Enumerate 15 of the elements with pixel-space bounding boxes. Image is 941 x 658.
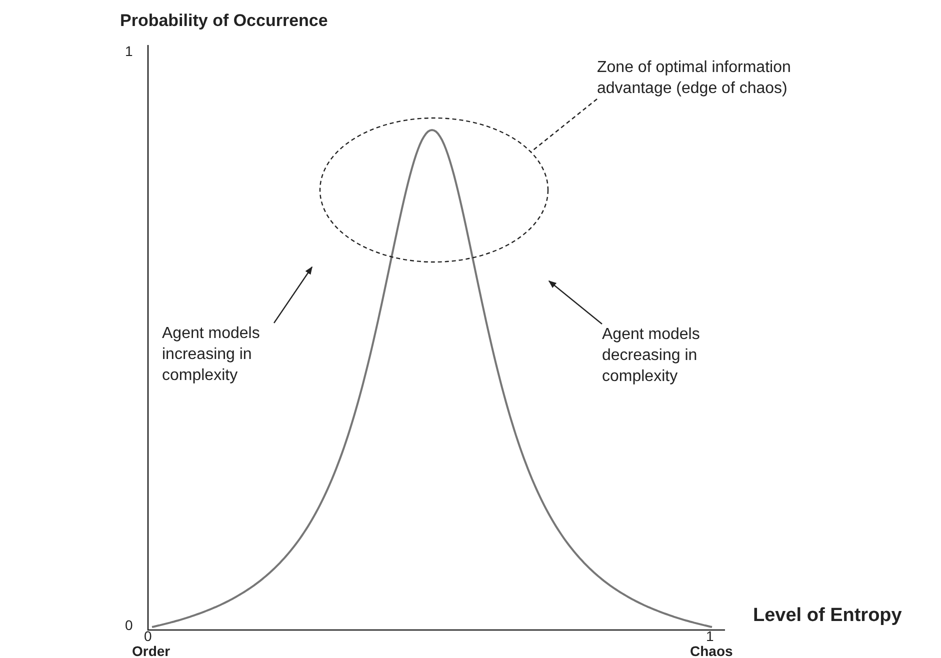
axis-title: Probability of Occurrence <box>120 10 328 31</box>
tick-label: 1 <box>706 629 714 643</box>
annotation-text: Agent models decreasing in complexity <box>602 324 714 387</box>
axis-end-label: Chaos <box>690 643 733 658</box>
dashed-ellipse <box>319 117 549 263</box>
annotation-text: Zone of optimal information advantage (edge of chaos) <box>597 57 792 99</box>
arrow <box>548 280 602 324</box>
arrow <box>274 266 312 324</box>
leader-line <box>530 98 598 152</box>
annotation-text: Agent models increasing in complexity <box>162 323 274 386</box>
tick-label: 1 <box>125 44 133 58</box>
axis-end-label: Order <box>132 643 170 658</box>
tick-label: 0 <box>144 629 152 643</box>
tick-label: 0 <box>125 618 133 632</box>
axis-title: Level of Entropy <box>753 605 902 626</box>
